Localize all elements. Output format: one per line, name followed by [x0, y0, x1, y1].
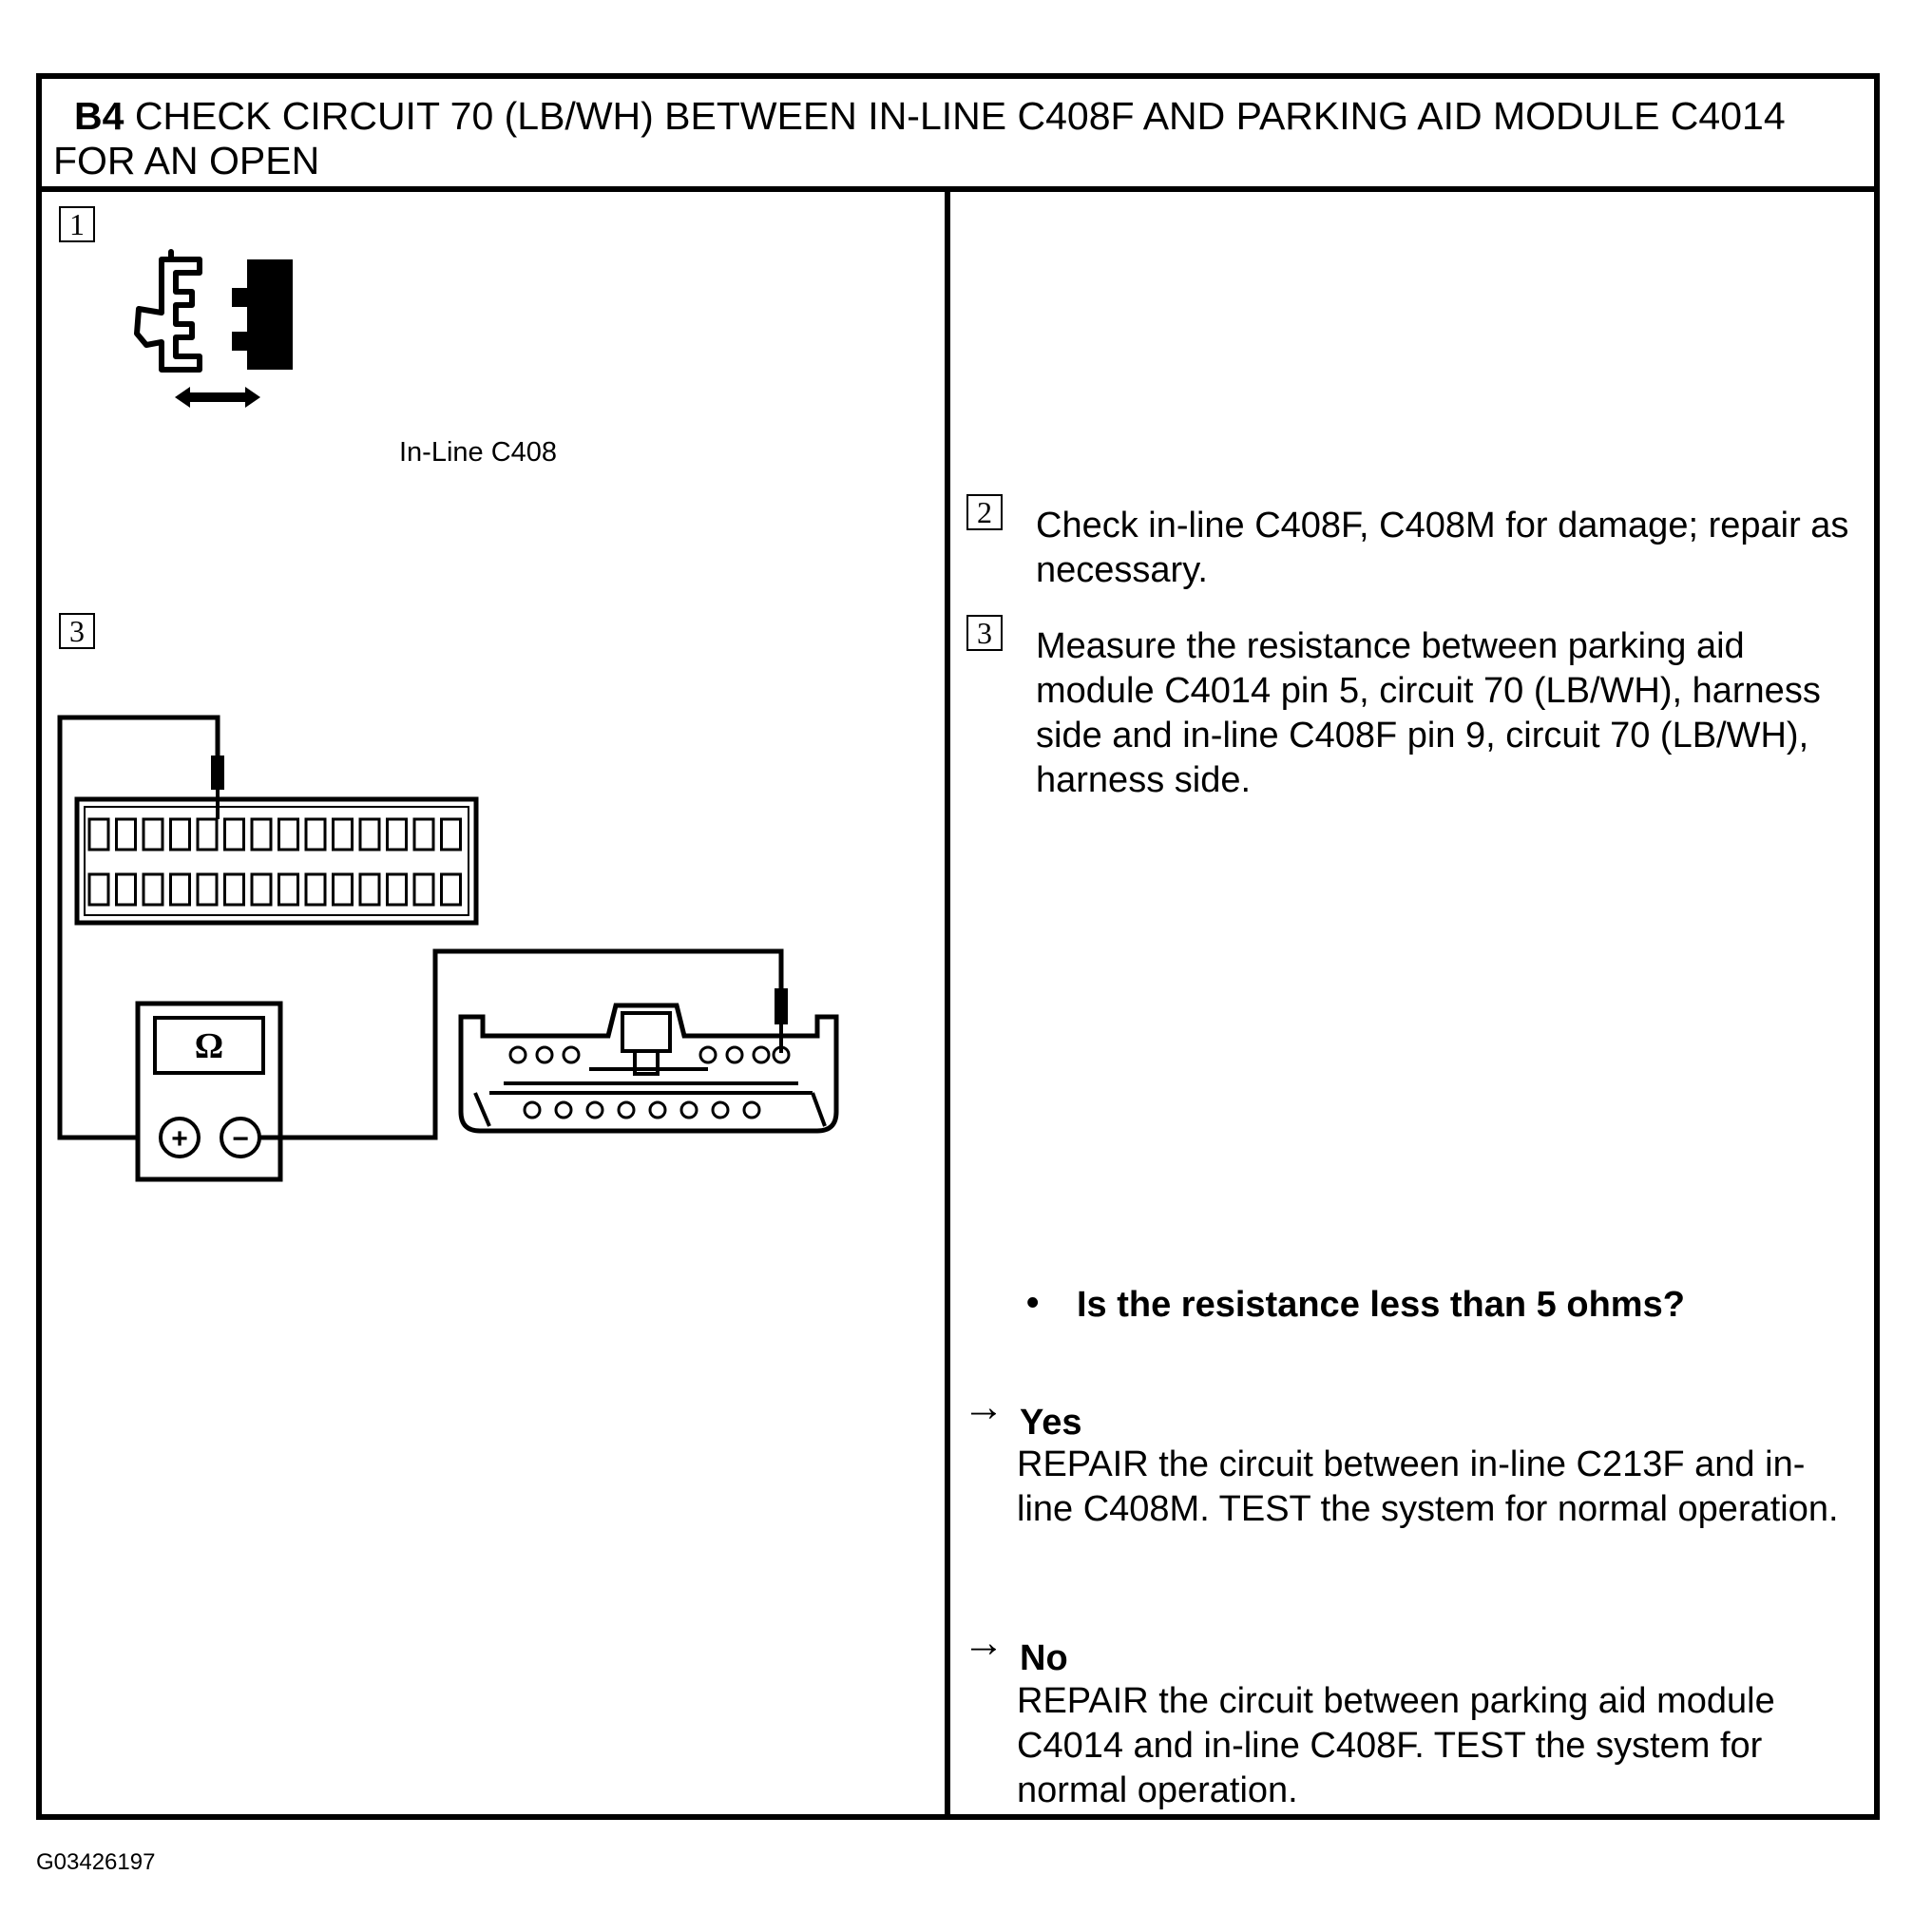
question-bullet: •: [1026, 1283, 1040, 1323]
figure-id: G03426197: [36, 1849, 156, 1875]
minus-terminal-icon: −: [232, 1123, 249, 1155]
connector-pin: [304, 872, 327, 907]
resistance-question: Is the resistance less than 5 ohms?: [1077, 1285, 1685, 1325]
connector-pin: [412, 872, 435, 907]
connector-label: In-Line C408: [399, 437, 558, 468]
module-pin: [742, 1100, 761, 1119]
connector-pin: [196, 817, 219, 851]
connector-pin: [386, 872, 408, 907]
connector-pin: [223, 872, 245, 907]
connector-pin: [169, 817, 191, 851]
parking-aid-module-connector: [458, 1003, 839, 1134]
step-3-number-box: 3: [966, 615, 1003, 651]
connector-pin: [223, 817, 245, 851]
connector-pin: [358, 817, 381, 851]
connector-pin: [332, 872, 354, 907]
module-pin: [535, 1045, 554, 1064]
module-pin: [523, 1100, 542, 1119]
module-pin: [554, 1100, 573, 1119]
module-pin: [772, 1045, 791, 1064]
step-3-number-box-left: 3: [59, 613, 95, 649]
module-pin: [725, 1045, 744, 1064]
connector-pin: [440, 872, 462, 907]
connector-pin: [358, 872, 381, 907]
module-pin: [698, 1045, 717, 1064]
connector-pin: [332, 817, 354, 851]
module-pin: [508, 1045, 527, 1064]
step-2-text: Check in-line C408F, C408M for damage; r…: [1036, 506, 1849, 590]
module-pins: [508, 1045, 791, 1119]
connector-pin: [87, 872, 110, 907]
connector-pins-top-row: [87, 817, 462, 851]
double-arrow-icon: [175, 387, 260, 408]
connector-pin: [169, 872, 191, 907]
no-text: REPAIR the circuit between parking aid m…: [1017, 1681, 1775, 1810]
column-divider: [945, 192, 950, 1820]
step-3-text: Measure the resistance between parking a…: [1036, 626, 1821, 800]
connector-disconnect-icon: [134, 249, 293, 408]
test-lead-wire-positive: [57, 715, 224, 1140]
procedure-header: B4 CHECK CIRCUIT 70 (LB/WH) BETWEEN IN-L…: [42, 79, 1874, 192]
connector-pin: [142, 817, 164, 851]
step-code: B4: [74, 94, 124, 138]
module-pin: [562, 1045, 581, 1064]
module-pin: [711, 1100, 730, 1119]
yes-arrow-icon: →: [963, 1384, 1004, 1430]
connector-pin: [115, 872, 137, 907]
plus-terminal-icon: +: [171, 1123, 188, 1155]
module-pin: [617, 1100, 636, 1119]
connector-pin: [196, 872, 219, 907]
connector-pin: [386, 817, 408, 851]
connector-pin: [412, 817, 435, 851]
module-pin: [679, 1100, 698, 1119]
ohmmeter: [135, 1001, 283, 1182]
connector-pin: [115, 817, 137, 851]
connector-pin: [87, 817, 110, 851]
header-title-text: CHECK CIRCUIT 70 (LB/WH) BETWEEN IN-LINE…: [53, 94, 1786, 182]
connector-pin: [277, 872, 299, 907]
no-arrow-icon: →: [963, 1619, 1004, 1666]
connector-pin: [440, 817, 462, 851]
inline-connector-c408: [74, 796, 479, 926]
connector-pin: [250, 872, 273, 907]
connector-pin: [250, 817, 273, 851]
connector-pin: [304, 817, 327, 851]
no-title: No: [1020, 1638, 1068, 1678]
module-pin: [752, 1045, 771, 1064]
yes-text: REPAIR the circuit between in-line C213F…: [1017, 1444, 1839, 1529]
header-title: B4 CHECK CIRCUIT 70 (LB/WH) BETWEEN IN-L…: [53, 94, 1859, 183]
yes-title: Yes: [1020, 1403, 1082, 1443]
module-pin: [585, 1100, 604, 1119]
connector-pin: [142, 872, 164, 907]
procedure-frame: B4 CHECK CIRCUIT 70 (LB/WH) BETWEEN IN-L…: [36, 73, 1880, 1820]
ohm-symbol: Ω: [195, 1026, 223, 1066]
step-1-number-box: 1: [59, 206, 95, 242]
connector-pins-bottom-row: [87, 872, 462, 907]
step-2-number-box: 2: [966, 494, 1003, 530]
module-pin: [648, 1100, 667, 1119]
connector-pin: [277, 817, 299, 851]
